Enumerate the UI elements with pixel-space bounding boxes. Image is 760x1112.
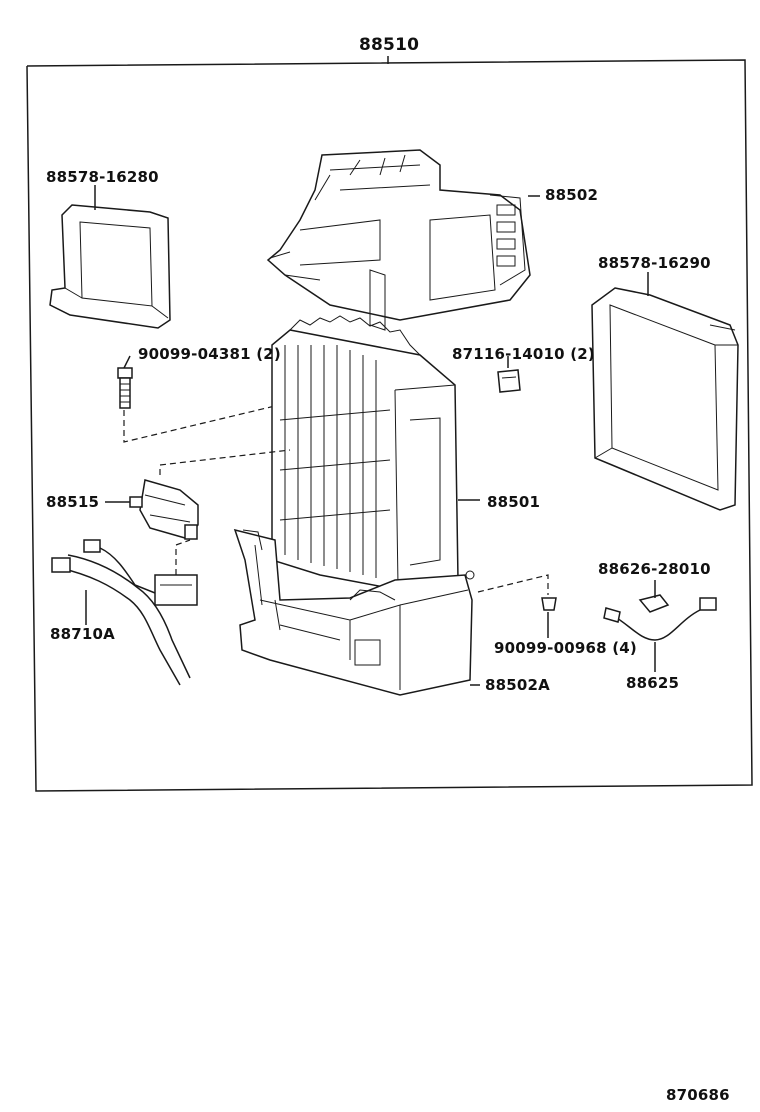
callout-sensor-part: 88626-28010 <box>598 560 711 578</box>
clip-part <box>497 356 521 393</box>
callout-lower-case: 88502A <box>485 676 550 694</box>
callout-evaporator: 88501 <box>487 493 541 511</box>
callout-upper-case: 88502 <box>545 186 599 204</box>
expansion-valve-part <box>105 449 291 540</box>
callout-clip: 87116-14010 (2) <box>452 345 595 363</box>
upper-case-part <box>266 149 540 331</box>
callout-screw-right: 90099-00968 (4) <box>494 639 637 657</box>
callout-thermistor: 88625 <box>626 674 680 692</box>
callout-seal-left: 88578-16280 <box>46 168 159 186</box>
tube-part <box>51 539 198 686</box>
callout-seal-right: 88578-16290 <box>598 254 711 272</box>
thermistor-part <box>603 580 717 672</box>
assembly-frame <box>26 56 753 792</box>
seal-right-part <box>591 272 739 511</box>
callout-expansion-valve: 88515 <box>46 493 100 511</box>
evaporator-part <box>271 315 480 591</box>
callout-tube: 88710A <box>50 625 115 643</box>
assembly-label: 88510 <box>359 35 420 55</box>
callout-screw-left: 90099-04381 (2) <box>138 345 281 363</box>
seal-left-part <box>49 185 171 329</box>
screw-right-part <box>477 574 557 638</box>
figure-number: 870686 <box>666 1086 730 1104</box>
lower-case-part <box>233 528 480 696</box>
